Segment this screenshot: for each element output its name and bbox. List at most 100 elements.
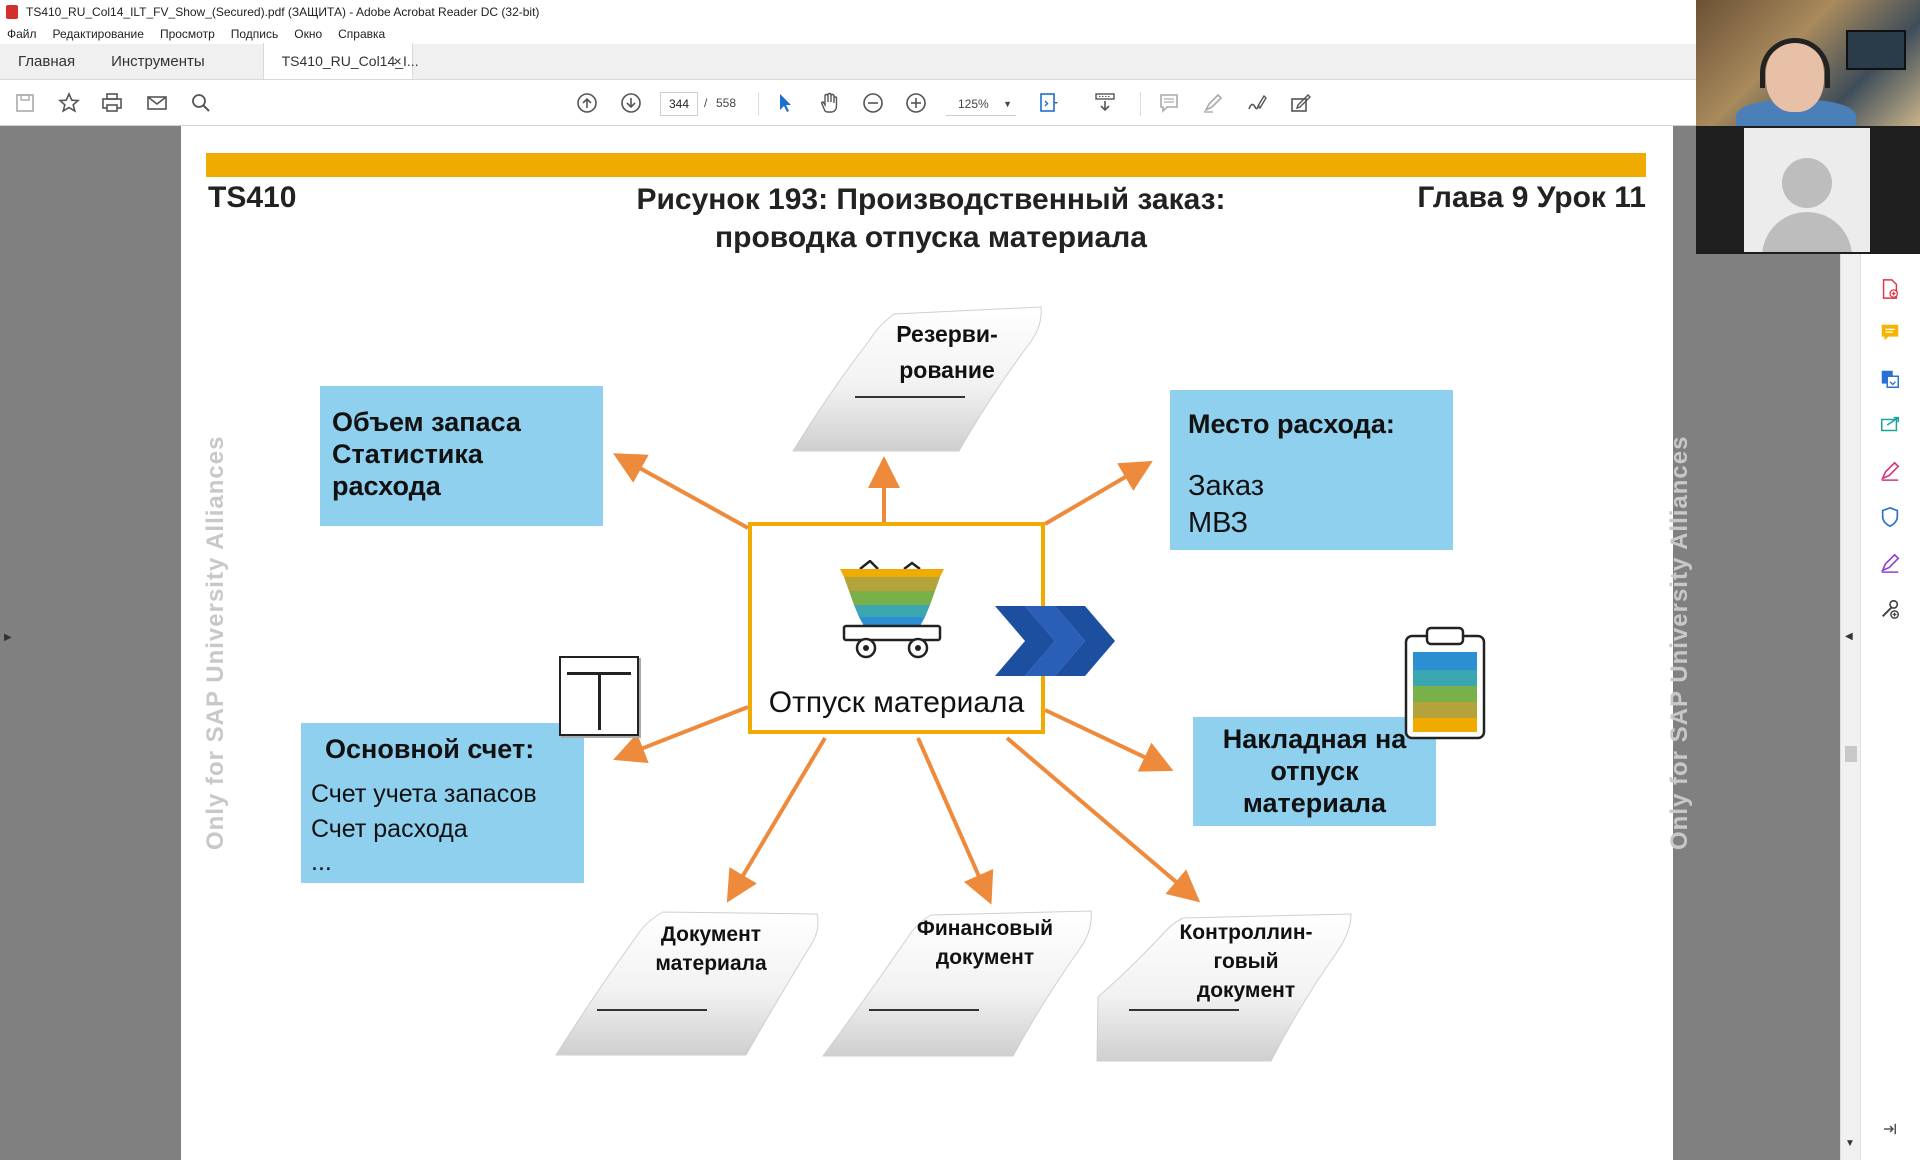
box-gl-stock-account: Счет учета запасов (311, 780, 537, 808)
box-consumption-point: Место расхода: Заказ МВЗ (1170, 390, 1453, 550)
share-edit-icon[interactable] (1288, 90, 1314, 116)
export-pdf-icon[interactable] (1877, 366, 1903, 392)
menu-edit[interactable]: Редактирование (52, 27, 144, 41)
avatar-head-icon (1782, 158, 1832, 208)
doc-controlling-underline (1129, 1009, 1239, 1011)
box-consumption-costcenter: МВЗ (1188, 507, 1249, 539)
window-title: TS410_RU_Col14_ILT_FV_Show_(Secured).pdf… (26, 5, 540, 19)
box-gl-account: Основной счет: Счет учета запасов Счет р… (301, 723, 584, 883)
email-icon[interactable] (144, 90, 170, 116)
doc-financial-underline (869, 1009, 979, 1011)
fill-sign-icon[interactable] (1877, 458, 1903, 484)
scrollbar-thumb[interactable] (1845, 746, 1857, 762)
box-gl-expense-account: Счет расхода (311, 815, 468, 843)
scroll-mode-icon[interactable] (1092, 90, 1118, 116)
box-gl-ellipsis: ... (311, 848, 332, 876)
box-gl-title: Основной счет: (325, 734, 535, 764)
menu-bar: Файл Редактирование Просмотр Подпись Окн… (0, 24, 1920, 44)
vertical-scrollbar[interactable]: ◀ ▼ (1840, 126, 1860, 1160)
bookmark-star-icon[interactable] (56, 90, 82, 116)
select-cursor-icon[interactable] (772, 90, 798, 116)
window-titlebar: TS410_RU_Col14_ILT_FV_Show_(Secured).pdf… (0, 0, 1920, 24)
next-page-icon[interactable] (618, 90, 644, 116)
hand-tool-icon[interactable] (816, 90, 842, 116)
tab-bar: Главная Инструменты TS410_RU_Col14_I... … (0, 43, 1920, 80)
sign-icon[interactable] (1244, 90, 1270, 116)
doc-reservation-underline (855, 396, 965, 398)
box-slip-line1: Накладная на (1222, 724, 1407, 754)
comment-tool-icon[interactable] (1877, 320, 1903, 346)
video-tile-participant (1696, 126, 1920, 254)
doc-financial-line2: документ (935, 946, 1035, 969)
send-for-review-icon[interactable] (1877, 412, 1903, 438)
box-goods-issue-slip: Накладная на отпуск материала (1193, 717, 1436, 826)
main-toolbar: 344 / 558 125% ▼ (0, 80, 1920, 126)
current-page-input[interactable]: 344 (660, 92, 698, 116)
create-pdf-icon[interactable] (1877, 276, 1903, 302)
box-consumption-title: Место расхода: (1188, 409, 1395, 439)
chevron-down-icon: ▼ (1003, 98, 1012, 109)
doc-material-label: Документ материала (631, 920, 791, 978)
total-pages: 558 (716, 96, 737, 110)
doc-controlling-label: Контроллин- говый документ (1161, 918, 1331, 1005)
more-tools-icon[interactable] (1877, 596, 1903, 622)
tab-document[interactable]: TS410_RU_Col14_I... × (262, 43, 419, 79)
scroll-down-icon[interactable]: ▼ (1845, 1138, 1855, 1149)
tab-document-label: TS410_RU_Col14_I... (281, 53, 419, 69)
page-separator: / (704, 96, 708, 110)
arrow-to-consumption (1043, 460, 1153, 526)
participant-avatar-tile (1744, 128, 1870, 252)
zoom-in-icon[interactable] (903, 90, 929, 116)
menu-file[interactable]: Файл (7, 27, 37, 41)
edit-pen-icon[interactable] (1877, 550, 1903, 576)
previous-page-icon[interactable] (574, 90, 600, 116)
comment-icon[interactable] (1156, 90, 1182, 116)
slide-chapter: Глава 9 Урок 11 (1417, 181, 1646, 214)
tab-close-icon[interactable]: × (393, 53, 402, 69)
tab-tools[interactable]: Инструменты (111, 52, 205, 70)
avatar-body-icon (1762, 212, 1852, 252)
right-panel-toggle-icon[interactable]: ◀ (1845, 631, 1853, 642)
doc-material-underline (597, 1009, 707, 1011)
tab-home[interactable]: Главная (18, 52, 76, 70)
zoom-select[interactable]: 125% ▼ (946, 92, 1016, 116)
left-panel-toggle-icon[interactable]: ▶ (4, 632, 12, 643)
zoom-value: 125% (958, 96, 989, 111)
arrow-to-controlling-doc (1005, 736, 1201, 903)
menu-sign[interactable]: Подпись (230, 27, 279, 41)
video-tile-presenter (1696, 0, 1920, 126)
box-consumption-order: Заказ (1188, 470, 1265, 502)
pdf-page: TS410 Рисунок 193: Производственный зака… (181, 126, 1693, 1160)
collapse-panel-icon[interactable] (1877, 1116, 1903, 1142)
zoom-out-icon[interactable] (860, 90, 886, 116)
center-label: Отпуск материала (768, 686, 1025, 719)
print-icon[interactable] (99, 90, 125, 116)
slide-title: Рисунок 193: Производственный заказ: про… (541, 181, 1321, 257)
arrow-to-gl (613, 705, 749, 764)
menu-window[interactable]: Окно (294, 27, 323, 41)
doc-controlling-line2: говый (1213, 950, 1279, 973)
save-icon[interactable] (12, 90, 38, 116)
box-stock-line2: Статистика (332, 439, 483, 469)
diagram-graphics (555, 306, 1352, 1062)
fit-page-icon[interactable] (1036, 90, 1062, 116)
mine-cart-icon (840, 560, 944, 659)
doc-material-line2: материала (655, 952, 767, 975)
box-stock-line1: Объем запаса (332, 407, 521, 437)
box-stock-line3: расхода (332, 471, 441, 501)
highlight-pen-icon[interactable] (1200, 90, 1226, 116)
protect-shield-icon[interactable] (1877, 504, 1903, 530)
slide-header-bar (206, 153, 1646, 177)
doc-material-line1: Документ (660, 923, 762, 946)
right-tools-panel (1860, 254, 1920, 1160)
search-icon[interactable] (188, 90, 214, 116)
slide-title-line1: Рисунок 193: Производственный заказ: (636, 183, 1226, 216)
menu-view[interactable]: Просмотр (159, 27, 215, 41)
clipboard-icon (1404, 626, 1486, 740)
menu-help[interactable]: Справка (338, 27, 386, 41)
arrow-to-slip (1044, 708, 1174, 772)
slide-title-line2: проводка отпуска материала (715, 221, 1147, 254)
arrow-to-stock (613, 453, 749, 530)
arrow-to-material-doc (726, 736, 827, 903)
doc-controlling-line1: Контроллин- (1179, 921, 1313, 944)
